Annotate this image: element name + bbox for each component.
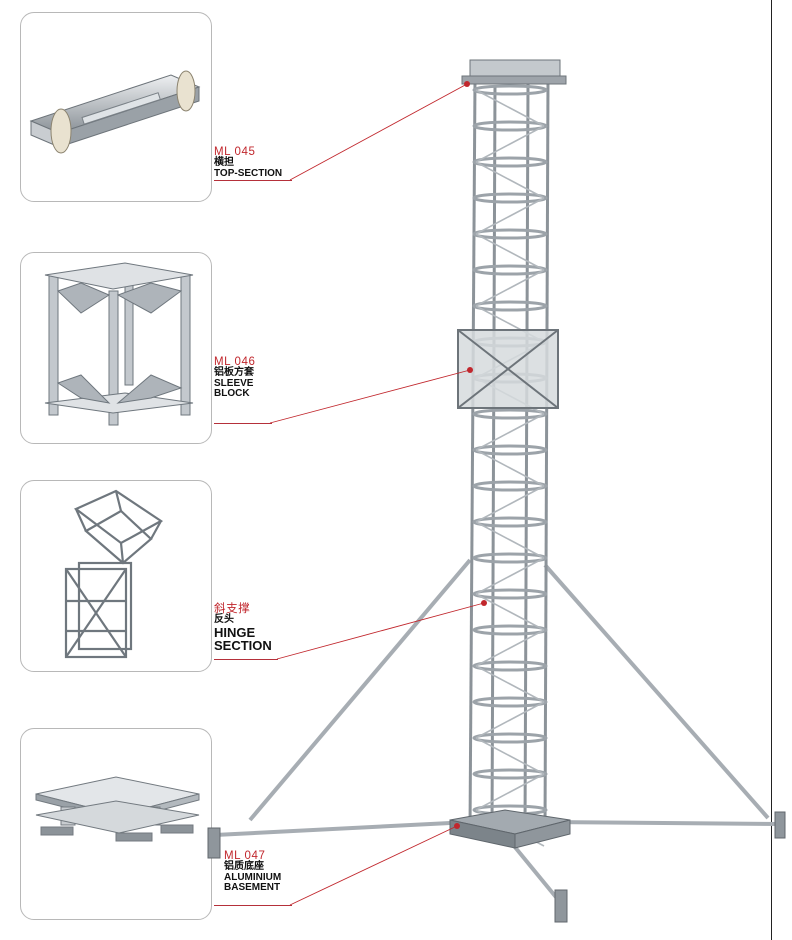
part-code: ML 045: [214, 146, 256, 158]
part-name-cn: 铝质底座: [224, 861, 264, 873]
part-label-hinge-section: 斜支撑 反头 HINGE SECTION: [214, 603, 272, 653]
truss-rung: [472, 660, 548, 672]
part-label-sleeve-block: ML 046 铝板方套 SLEEVE BLOCK: [214, 356, 256, 400]
outrigger-legs: [214, 558, 785, 904]
truss-rung: [472, 120, 548, 132]
truss-brace: [475, 413, 545, 451]
part-name-en: SECTION: [214, 638, 272, 654]
label-underline: [214, 905, 292, 906]
truss-rung: [472, 588, 548, 600]
part-code: ML 046: [214, 356, 256, 368]
page-edge-rule: [771, 0, 772, 940]
part-label-basement: ML 047 铝质底座 ALUMINIUM BASEMENT: [224, 850, 281, 894]
sleeve-block-image: [44, 262, 194, 426]
top-section-block: [461, 59, 567, 85]
part-name-cn: 反头: [214, 614, 234, 626]
truss-rung: [472, 624, 548, 636]
label-underline: [214, 423, 272, 424]
top-section-card: [20, 12, 212, 202]
part-code: ML 047: [224, 850, 266, 862]
truss-rung: [472, 696, 548, 708]
truss-brace: [475, 197, 545, 235]
truss-rung: [472, 444, 548, 456]
truss-rung: [472, 300, 548, 312]
truss-rung: [472, 192, 548, 204]
part-name-en: HINGE: [214, 624, 256, 640]
truss-rung: [472, 516, 548, 528]
top-section-image: [29, 70, 201, 154]
truss-brace: [475, 89, 545, 127]
truss-rung: [472, 480, 548, 492]
truss-brace: [475, 485, 545, 523]
truss-brace: [475, 161, 545, 199]
part-name-cn: 横担: [214, 157, 234, 169]
sleeve-block-card: [20, 252, 212, 444]
hinge-section-image: [64, 489, 164, 659]
label-underline: [214, 659, 278, 660]
truss-brace: [475, 125, 545, 163]
truss-rung: [472, 408, 548, 420]
truss-brace: [475, 737, 545, 775]
truss-brace: [475, 629, 545, 667]
part-name-en: TOP-SECTION: [214, 167, 283, 179]
part-name-en: ALUMINIUM: [224, 871, 282, 883]
basement-card: [20, 728, 212, 920]
truss-rung: [472, 156, 548, 168]
part-label-top-section: ML 045 横担 TOP-SECTION: [214, 146, 282, 179]
truss-brace: [475, 701, 545, 739]
truss-rung: [472, 732, 548, 744]
truss-rung: [472, 768, 548, 780]
part-name-en: BASEMENT: [224, 882, 281, 894]
truss-brace: [475, 233, 545, 271]
truss-brace: [475, 269, 545, 307]
truss-rung: [472, 552, 548, 564]
part-code: 斜支撑: [214, 603, 251, 615]
truss-brace: [475, 521, 545, 559]
truss-rung: [472, 264, 548, 276]
truss-brace: [475, 665, 545, 703]
part-name-cn: 铝板方套: [214, 367, 254, 379]
truss-brace: [475, 557, 545, 595]
basement-image: [35, 776, 200, 842]
truss-brace: [475, 593, 545, 631]
hinge-section-card: [20, 480, 212, 672]
leg-feet: [207, 811, 786, 923]
sleeve-block: [457, 329, 559, 409]
part-name-en: SLEEVE: [214, 377, 254, 389]
truss-rung: [472, 84, 548, 96]
label-underline: [214, 180, 292, 181]
truss-rungs: [472, 84, 548, 816]
truss-brace: [475, 773, 545, 811]
leader-lines: [269, 83, 485, 906]
truss-brace: [475, 449, 545, 487]
part-name-en: BLOCK: [214, 388, 250, 400]
base-plate: [449, 809, 571, 849]
truss-rung: [472, 228, 548, 240]
